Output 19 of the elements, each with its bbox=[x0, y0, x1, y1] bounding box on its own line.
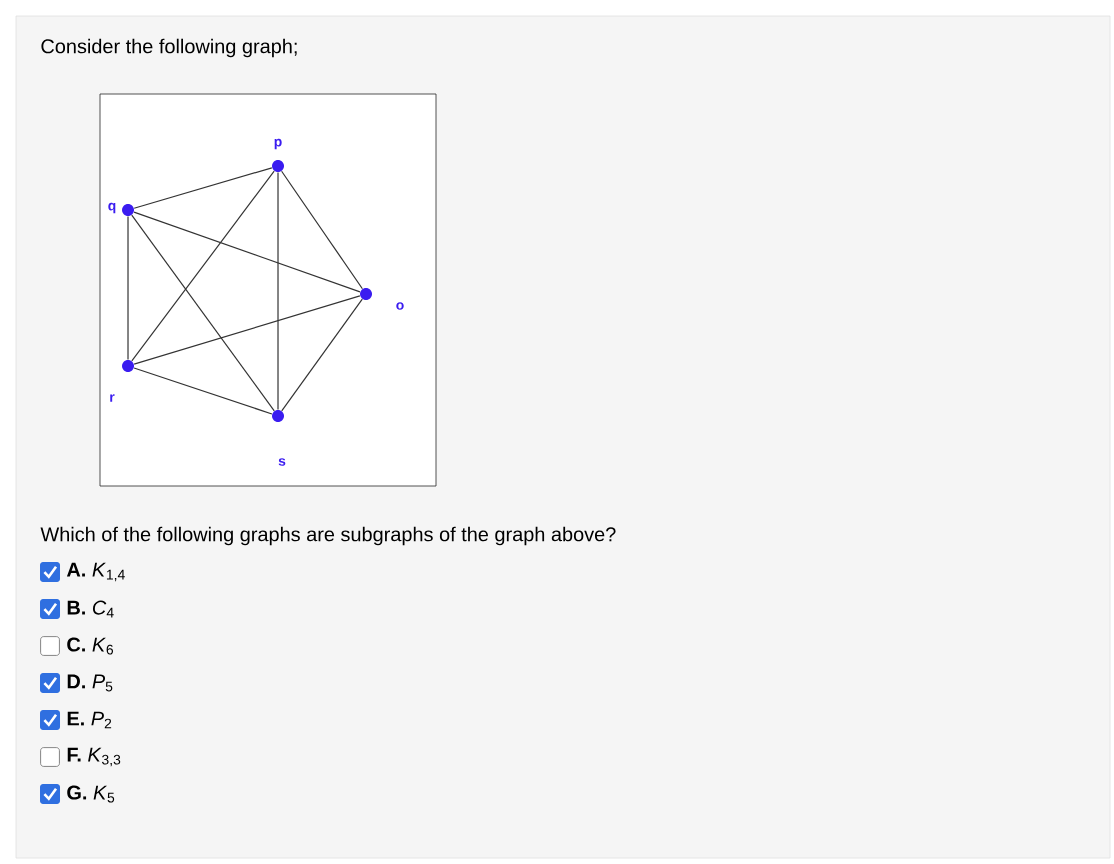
answer-option: C. K$_{6}$ bbox=[67, 637, 113, 655]
title: Consider the following graph; bbox=[41, 38, 297, 58]
edge-line bbox=[131, 214, 275, 412]
answer-option: B. C$_{4}$ bbox=[67, 600, 114, 618]
answer-option: F. K$_{3,3}$ bbox=[67, 747, 121, 767]
edge-line bbox=[133, 167, 273, 209]
edge-line bbox=[277, 171, 279, 411]
edge-line bbox=[131, 170, 275, 362]
answer-option: E. P$_{2}$ bbox=[67, 711, 112, 729]
edge-line bbox=[133, 367, 273, 415]
edge-line bbox=[281, 298, 363, 412]
answer-option: D. P$_{5}$ bbox=[67, 674, 113, 692]
answer-option: G. K$_{5}$ bbox=[67, 785, 115, 803]
answer-option: A. K$_{1,4}$ bbox=[66, 562, 125, 582]
edge-line bbox=[281, 170, 363, 290]
question-text: Which of the following graphs are subgraphs of the graph above? bbox=[40, 526, 616, 546]
edge-line bbox=[127, 215, 129, 361]
edge-line bbox=[133, 211, 361, 293]
edge-line bbox=[133, 295, 361, 365]
